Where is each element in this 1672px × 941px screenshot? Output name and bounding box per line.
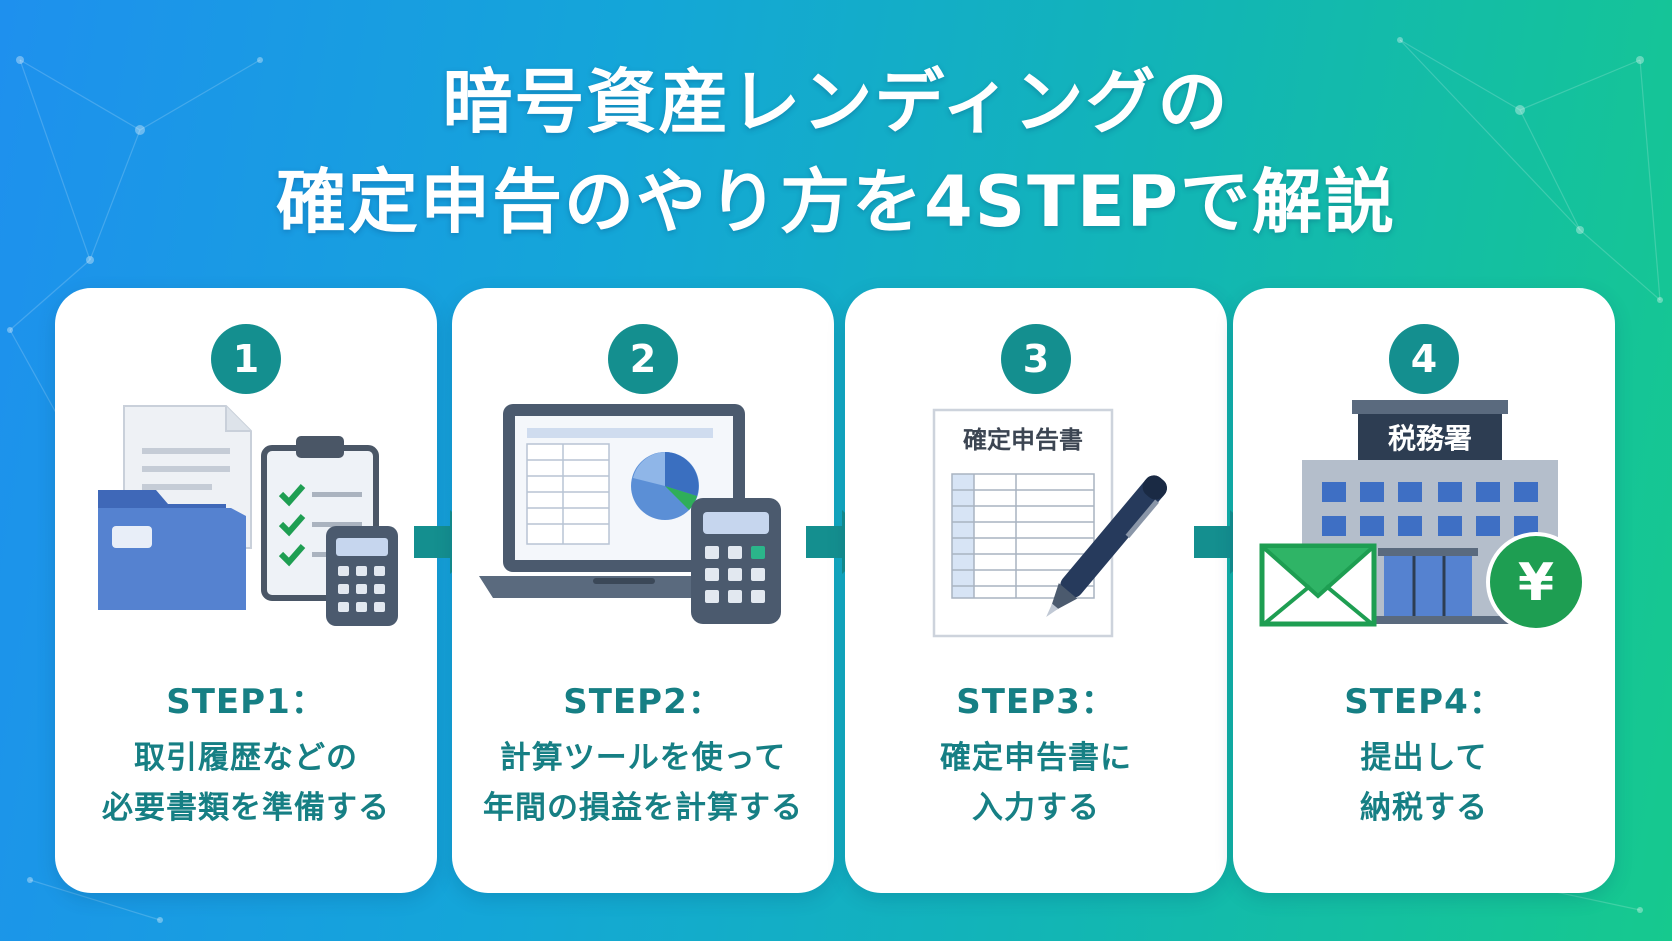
pen-icon — [1046, 475, 1167, 617]
step-description-line2: 必要書類を準備する — [102, 790, 390, 826]
calculator-icon — [691, 498, 781, 624]
form-title: 確定申告書 — [963, 426, 1083, 454]
page-title-line2: 確定申告のやり方を4STEPで解説 — [276, 161, 1396, 243]
step-title: STEP4： — [1344, 682, 1504, 722]
step-description-line1: 計算ツールを使って — [499, 740, 787, 776]
envelope-icon — [1259, 543, 1377, 627]
page-title-line1: 暗号資産レンディングの — [442, 61, 1230, 143]
yen-symbol: ¥ — [1518, 553, 1554, 613]
step-description: 取引履歴などの 必要書類を準備する — [55, 733, 437, 833]
step4-illustration: 税務署 ¥ — [1259, 400, 1586, 632]
yen-coin-icon: ¥ — [1486, 532, 1586, 632]
step-number-badge: 1 — [211, 324, 281, 394]
step-number-badge: 4 — [1389, 324, 1459, 394]
step-card-4: 4 税務署 ¥ STEP4： 提出して — [1233, 288, 1615, 893]
step1-illustration — [98, 405, 398, 626]
spreadsheet-icon — [526, 428, 713, 545]
tax-form-icon: 確定申告書 — [932, 408, 1114, 638]
building-sign: 税務署 — [1388, 422, 1472, 455]
step-number-badge: 2 — [608, 324, 678, 394]
step-title: STEP2： — [563, 682, 723, 722]
step-description-line2: 納税する — [1360, 790, 1488, 826]
step-description: 提出して 納税する — [1233, 733, 1615, 833]
step-title: STEP3： — [956, 682, 1116, 722]
step-card-1: 1 — [55, 288, 437, 893]
step-description-line1: 取引履歴などの — [134, 740, 358, 776]
step-number-badge: 3 — [1001, 324, 1071, 394]
step-card-3: 3 確定申告書 STEP3： 確定申告書に 入力する — [845, 288, 1227, 893]
page-title: 暗号資産レンディングの 確定申告のやり方を4STEPで解説 — [0, 52, 1672, 252]
step3-illustration: 確定申告書 — [932, 408, 1167, 638]
step-title: STEP1： — [166, 682, 326, 722]
step2-illustration — [479, 404, 781, 624]
pie-chart-icon — [631, 452, 699, 520]
step-description-line2: 年間の損益を計算する — [483, 790, 803, 826]
step-description-line2: 入力する — [972, 790, 1100, 826]
step-description-line1: 確定申告書に — [940, 740, 1132, 776]
step-description-line1: 提出して — [1360, 740, 1488, 776]
step-card-2: 2 — [452, 288, 834, 893]
step-description: 計算ツールを使って 年間の損益を計算する — [452, 733, 834, 833]
folder-icon — [98, 490, 246, 610]
step-description: 確定申告書に 入力する — [845, 733, 1227, 833]
calculator-icon — [326, 526, 398, 626]
